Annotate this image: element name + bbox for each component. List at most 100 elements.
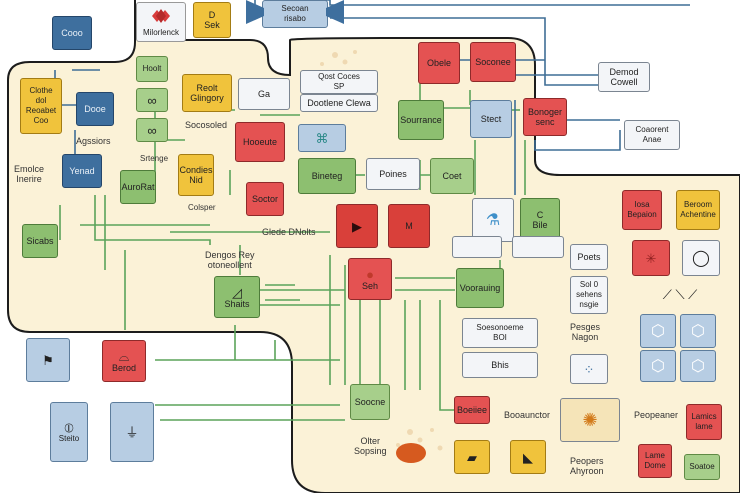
- node-soctor-label: Soctor: [251, 194, 278, 204]
- node-reolt[interactable]: Reolt Glingory: [182, 74, 232, 112]
- node-aurorat[interactable]: AuroRat: [120, 170, 156, 204]
- node-binoc-2[interactable]: ∞: [136, 118, 168, 142]
- node-coet-label: Coet: [442, 171, 462, 181]
- node-seh[interactable]: ●Seh: [348, 258, 392, 300]
- node-m[interactable]: M: [388, 204, 430, 248]
- node-sail[interactable]: ◣: [510, 440, 546, 474]
- node-d-sek-label: D Sek: [204, 10, 220, 30]
- node-sourrance[interactable]: Sourrance: [398, 100, 444, 140]
- node-hoolt[interactable]: Hoolt: [136, 56, 168, 82]
- funnel-left-icon: [246, 0, 264, 24]
- green-connectors: [59, 80, 526, 421]
- label-colsper: Colsper: [188, 203, 216, 212]
- node-binoc-1[interactable]: ∞: [136, 88, 168, 112]
- node-coet[interactable]: Coet: [430, 158, 474, 194]
- node-blank-1[interactable]: [452, 236, 502, 258]
- node-dooe-label: Dooe: [84, 104, 106, 114]
- node-iosa[interactable]: Iosa Bepaion: [622, 190, 662, 230]
- node-top-center[interactable]: Secoan risabo: [262, 0, 328, 28]
- node-map-pieces[interactable]: ✺: [560, 398, 620, 442]
- node-lamd[interactable]: Lame Dome: [638, 444, 672, 478]
- node-small-green[interactable]: Soatoe: [684, 454, 720, 480]
- node-image-card[interactable]: ▰: [454, 440, 490, 474]
- node-bineteg[interactable]: Bineteg: [298, 158, 356, 194]
- node-network[interactable]: ✳: [632, 240, 670, 276]
- lamp-icon: ⏚: [125, 424, 139, 440]
- node-soconee[interactable]: Soconee: [470, 42, 516, 82]
- node-condies[interactable]: Condies Nid: [178, 154, 214, 196]
- node-voorauing[interactable]: Voorauing: [456, 268, 504, 308]
- node-beroom[interactable]: Beroom Achentine: [676, 190, 720, 230]
- node-sol-list-label: Sol 0 sehens nsgie: [576, 280, 602, 309]
- shape-triangle-icon: ◿: [231, 284, 242, 300]
- label-srenge: Srtenge: [140, 154, 169, 163]
- node-coaorent[interactable]: Coaorent Anae: [624, 120, 680, 150]
- node-link-icon[interactable]: ⌘: [298, 124, 346, 152]
- node-dootlene[interactable]: Dootlene Clewa: [300, 94, 378, 112]
- node-blank-2[interactable]: [512, 236, 564, 258]
- node-sourrance-label: Sourrance: [400, 115, 442, 125]
- node-reolt-label: Reolt Glingory: [190, 83, 224, 103]
- node-poines[interactable]: Poines: [366, 158, 420, 190]
- label-boeauntor: Booaunctor: [504, 410, 551, 420]
- node-berod-label: Berod: [111, 362, 137, 373]
- node-demod[interactable]: Demod Cowell: [598, 62, 650, 92]
- node-soocne[interactable]: Soocne: [350, 384, 390, 420]
- node-lamics[interactable]: Lamics lame: [686, 404, 722, 440]
- node-qost-label: Qost Coces SP: [318, 72, 360, 91]
- node-clothe[interactable]: Clothe dol Reoabet Coo: [20, 78, 62, 134]
- node-obele[interactable]: Obele: [418, 42, 460, 84]
- node-hooeute[interactable]: Hooeute: [235, 122, 285, 162]
- node-soesonoeme[interactable]: Soesonoeme BOI: [462, 318, 538, 348]
- node-top-center-label: Secoan risabo: [281, 4, 309, 23]
- binoculars-icon: ∞: [147, 92, 157, 108]
- node-hex-1[interactable]: ⬡: [640, 314, 676, 348]
- node-flask[interactable]: ⚗: [472, 198, 514, 242]
- node-bonoger[interactable]: Bonoger senc: [523, 98, 567, 136]
- node-bhis[interactable]: Bhis: [462, 352, 538, 378]
- node-boeiiee[interactable]: Boeiiee: [454, 396, 490, 424]
- node-stect-label: Stect: [480, 114, 502, 124]
- node-soctor[interactable]: Soctor: [246, 182, 284, 216]
- node-ga-label: Ga: [257, 89, 270, 99]
- node-hex-3[interactable]: ⬡: [640, 350, 676, 382]
- node-c-bile-label: C Bile: [532, 210, 548, 230]
- node-condies-label: Condies Nid: [179, 165, 213, 185]
- node-shaits[interactable]: ◿Shaits: [214, 276, 260, 318]
- node-boeiiee-label: Boeiiee: [456, 405, 488, 415]
- node-qost[interactable]: Qost Coces SP: [300, 70, 378, 94]
- label-peopeaner: Peopeaner: [634, 410, 679, 420]
- node-poines-label: Poines: [379, 169, 407, 179]
- node-hex-2[interactable]: ⬡: [680, 314, 716, 348]
- flask-icon: ⚗: [485, 211, 501, 229]
- node-circle[interactable]: ◯: [682, 240, 720, 276]
- node-soocne-label: Soocne: [354, 397, 386, 407]
- node-lamics-label: Lamics lame: [691, 412, 717, 431]
- node-ga[interactable]: Ga: [238, 78, 290, 110]
- node-sol-list[interactable]: Sol 0 sehens nsgie: [570, 276, 608, 314]
- node-m-label: M: [405, 221, 413, 231]
- node-yenad[interactable]: Yenad: [62, 154, 102, 188]
- node-berod[interactable]: ⌓Berod: [102, 340, 146, 382]
- node-bineteg-label: Bineteg: [311, 171, 343, 181]
- leaf-icon: [396, 443, 426, 463]
- node-dooe[interactable]: Dooe: [76, 92, 114, 126]
- node-hex-4[interactable]: ⬡: [680, 350, 716, 382]
- node-voorauing-label: Voorauing: [459, 283, 501, 293]
- sail-icon: ◣: [523, 449, 533, 465]
- node-drops[interactable]: ⁘: [570, 354, 608, 384]
- node-cooo[interactable]: Cooo: [52, 16, 92, 50]
- node-play[interactable]: ▶: [336, 204, 378, 248]
- node-map[interactable]: ⟋ ⟍ ⟋: [640, 280, 720, 308]
- node-thermo[interactable]: ⦶Steito: [50, 402, 88, 462]
- node-milestone[interactable]: Milorlenck: [136, 2, 186, 42]
- node-sicabs[interactable]: Sicabs: [22, 224, 58, 258]
- diamond-cluster-icon: [151, 9, 170, 23]
- node-lamp[interactable]: ⏚: [110, 402, 154, 462]
- node-d-sek[interactable]: D Sek: [193, 2, 231, 38]
- node-soconee-label: Soconee: [475, 57, 511, 67]
- funnel-right-icon: [326, 0, 344, 24]
- node-stect[interactable]: Stect: [470, 100, 512, 138]
- node-hat[interactable]: ⚑: [26, 338, 70, 382]
- node-poets[interactable]: Poets: [570, 244, 608, 270]
